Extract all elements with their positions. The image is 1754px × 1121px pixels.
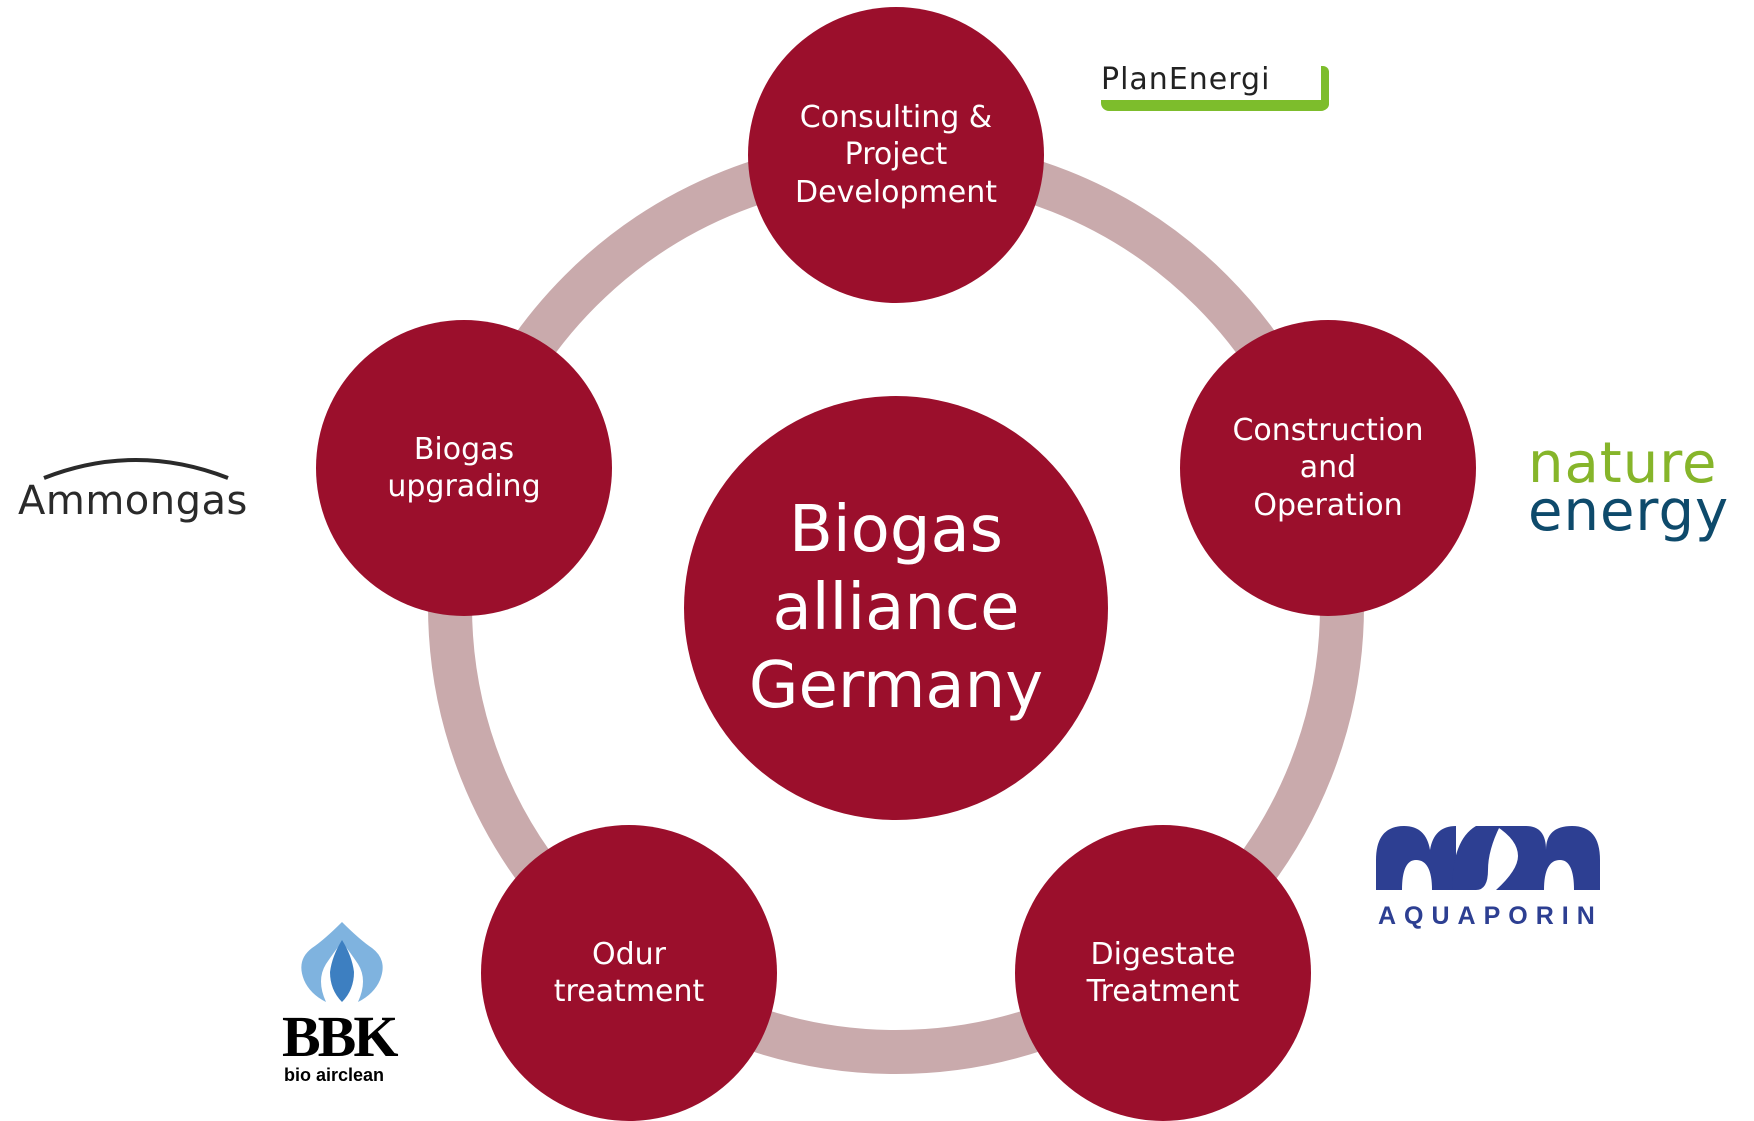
node-label-line: Development xyxy=(795,174,997,210)
aquaporin-wordmark: AQUAPORIN xyxy=(1378,902,1603,930)
aquaporin-logo: AQUAPORIN xyxy=(1376,820,1600,930)
node-label-line: upgrading xyxy=(387,469,541,504)
node-biogas-upgrading: Biogas upgrading xyxy=(316,320,612,616)
nature-energy-wordmark-line-2: energy xyxy=(1528,479,1730,544)
bbk-flame-icon xyxy=(301,922,383,1002)
center-label-line-3: Germany xyxy=(748,649,1044,724)
bbk-bio-airclean-logo: BBK bio airclean xyxy=(282,920,412,1090)
node-label-line: Construction xyxy=(1232,412,1424,448)
center-label-line-2: alliance xyxy=(772,570,1020,645)
center-node-biogas-alliance: Biogas alliance Germany xyxy=(684,396,1108,820)
bbk-tagline: bio airclean xyxy=(284,1065,385,1085)
ammongas-arc-icon xyxy=(43,458,229,480)
node-consulting-project-development: Consulting & Project Development xyxy=(748,7,1044,303)
node-label-line: and xyxy=(1299,450,1357,486)
planenergi-underline xyxy=(1101,100,1329,111)
node-label-line: Digestate xyxy=(1090,936,1236,972)
planenergi-bracket xyxy=(1321,66,1329,110)
node-label-line: treatment xyxy=(553,974,705,1009)
node-label-line: Project xyxy=(844,137,948,173)
planenergi-wordmark: PlanEnergi xyxy=(1101,62,1271,97)
node-label-line: Odur xyxy=(591,936,666,972)
nature-energy-logo: nature energy xyxy=(1528,436,1754,550)
ammongas-wordmark: Ammongas xyxy=(18,478,248,524)
node-digestate-treatment: Digestate Treatment xyxy=(1015,825,1311,1121)
aquaporin-wave-icon xyxy=(1376,826,1600,890)
node-odur-treatment: Odur treatment xyxy=(481,825,777,1121)
nature-energy-wordmark-line-1: nature xyxy=(1528,431,1718,496)
node-label-line: Treatment xyxy=(1086,974,1240,1009)
center-label-line-1: Biogas xyxy=(788,492,1004,567)
node-construction-operation: Construction and Operation xyxy=(1180,320,1476,616)
node-label-line: Operation xyxy=(1253,487,1403,523)
planenergi-logo: PlanEnergi xyxy=(1101,62,1329,118)
node-label-line: Consulting & xyxy=(799,99,993,135)
ammongas-logo: Ammongas xyxy=(18,452,250,532)
node-label-line: Biogas xyxy=(413,431,515,467)
bbk-wordmark: BBK xyxy=(282,1004,398,1069)
